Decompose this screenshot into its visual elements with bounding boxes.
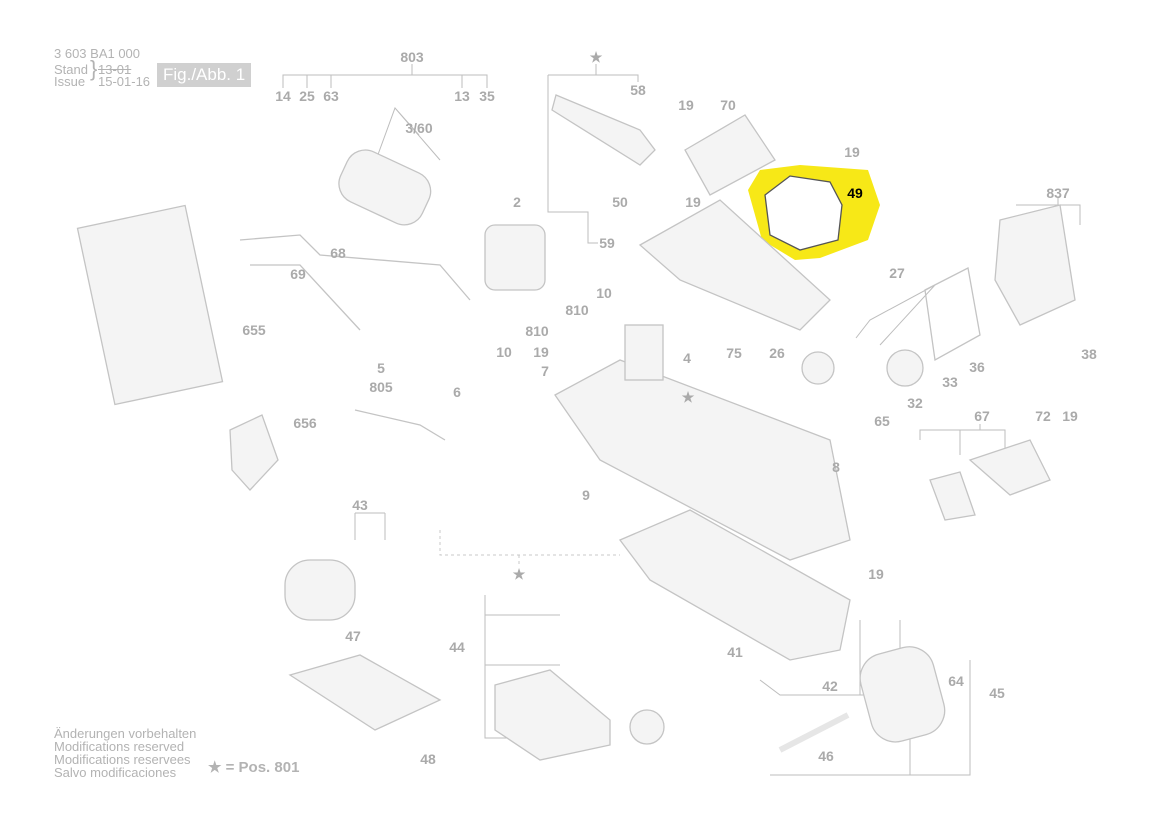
figure-badge: Fig./Abb. 1 xyxy=(157,63,252,87)
part-58-handle xyxy=(551,94,656,166)
label-70: 70 xyxy=(720,97,736,113)
label-3-60: 3/60 xyxy=(405,120,433,136)
label-19: 19 xyxy=(868,566,884,582)
label-19: 19 xyxy=(533,344,549,360)
part-43-roller xyxy=(284,559,356,621)
label-5: 5 xyxy=(377,360,385,376)
label-19: 19 xyxy=(678,97,694,113)
part-67b xyxy=(929,471,976,521)
legend-star: ★ = Pos. 801 xyxy=(208,759,300,776)
label-2: 2 xyxy=(513,194,521,210)
label-6: 6 xyxy=(453,384,461,400)
part-47-plate xyxy=(288,654,442,731)
label-38: 38 xyxy=(1081,346,1097,362)
label-69: 69 xyxy=(290,266,306,282)
housing-base xyxy=(618,509,851,661)
label-656: 656 xyxy=(293,415,317,431)
label-7: 7 xyxy=(541,363,549,379)
label-803: 803 xyxy=(400,49,424,65)
part-32 xyxy=(886,349,924,387)
label-27: 27 xyxy=(889,265,905,281)
note-fr: Modifications reservees xyxy=(54,752,191,767)
label-35: 35 xyxy=(479,88,495,104)
label-36: 36 xyxy=(969,359,985,375)
label-19: 19 xyxy=(685,194,701,210)
part-67a xyxy=(968,439,1051,496)
label-46: 46 xyxy=(818,748,834,764)
label-33: 33 xyxy=(942,374,958,390)
star-marker: ★ xyxy=(681,389,695,405)
issue-value: 15-01-16 xyxy=(98,74,151,89)
label-59: 59 xyxy=(599,235,615,251)
part-number: 3 603 BA1 000 xyxy=(54,46,141,61)
part-6-cable xyxy=(354,409,446,441)
part-59 xyxy=(638,199,831,331)
part-44-wheel xyxy=(629,709,665,745)
note-es: Salvo modificaciones xyxy=(54,765,177,780)
label-14: 14 xyxy=(275,88,291,104)
label-63: 63 xyxy=(323,88,339,104)
part-4-switch xyxy=(624,324,664,381)
label-42: 42 xyxy=(822,678,838,694)
label-10: 10 xyxy=(496,344,512,360)
stand-label: Stand xyxy=(54,62,88,77)
issue-label: Issue xyxy=(54,74,86,89)
label-72: 72 xyxy=(1035,408,1051,424)
part-2-field xyxy=(484,224,546,291)
part-46-shaft xyxy=(778,712,850,753)
note-de: Änderungen vorbehalten xyxy=(54,726,197,741)
label-837: 837 xyxy=(1046,185,1070,201)
label-44: 44 xyxy=(449,639,465,655)
brace: } xyxy=(90,56,98,81)
note-en: Modifications reserved xyxy=(54,739,185,754)
label-64: 64 xyxy=(948,673,964,689)
star-marker: ★ xyxy=(589,49,603,65)
part-837 xyxy=(994,204,1076,326)
label-9: 9 xyxy=(582,487,590,503)
label-810: 810 xyxy=(565,302,589,318)
label-19: 19 xyxy=(1062,408,1078,424)
part-656 xyxy=(229,414,279,491)
label-75: 75 xyxy=(726,345,742,361)
label-19: 19 xyxy=(844,144,860,160)
label-67: 67 xyxy=(974,408,990,424)
label-50: 50 xyxy=(612,194,628,210)
label-10: 10 xyxy=(596,285,612,301)
label-45: 45 xyxy=(989,685,1005,701)
label-43: 43 xyxy=(352,497,368,513)
part-655-housing xyxy=(76,204,224,406)
part-3-60-armature xyxy=(338,149,432,226)
housing-main xyxy=(554,359,851,561)
label-4: 4 xyxy=(683,350,691,366)
label-41: 41 xyxy=(727,644,743,660)
label-68: 68 xyxy=(330,245,346,261)
label-49-highlighted[interactable]: 49 xyxy=(847,185,863,201)
label-65: 65 xyxy=(874,413,890,429)
star-marker: ★ xyxy=(512,566,526,582)
part-49-cap xyxy=(764,175,843,251)
label-47: 47 xyxy=(345,628,361,644)
label-805: 805 xyxy=(369,379,393,395)
label-32: 32 xyxy=(907,395,923,411)
part-44-frame xyxy=(494,669,611,761)
part-45-roller xyxy=(859,646,946,743)
part-70 xyxy=(684,114,776,196)
part-26-gear xyxy=(801,351,835,385)
label-26: 26 xyxy=(769,345,785,361)
parts-68-69 xyxy=(239,234,471,331)
label-13: 13 xyxy=(454,88,470,104)
label-655: 655 xyxy=(242,322,266,338)
stand-value: 13-01 xyxy=(98,62,132,77)
label-48: 48 xyxy=(420,751,436,767)
label-25: 25 xyxy=(299,88,315,104)
label-810: 810 xyxy=(525,323,549,339)
label-58: 58 xyxy=(630,82,646,98)
part-27-belt xyxy=(924,267,981,362)
label-8: 8 xyxy=(832,459,840,475)
